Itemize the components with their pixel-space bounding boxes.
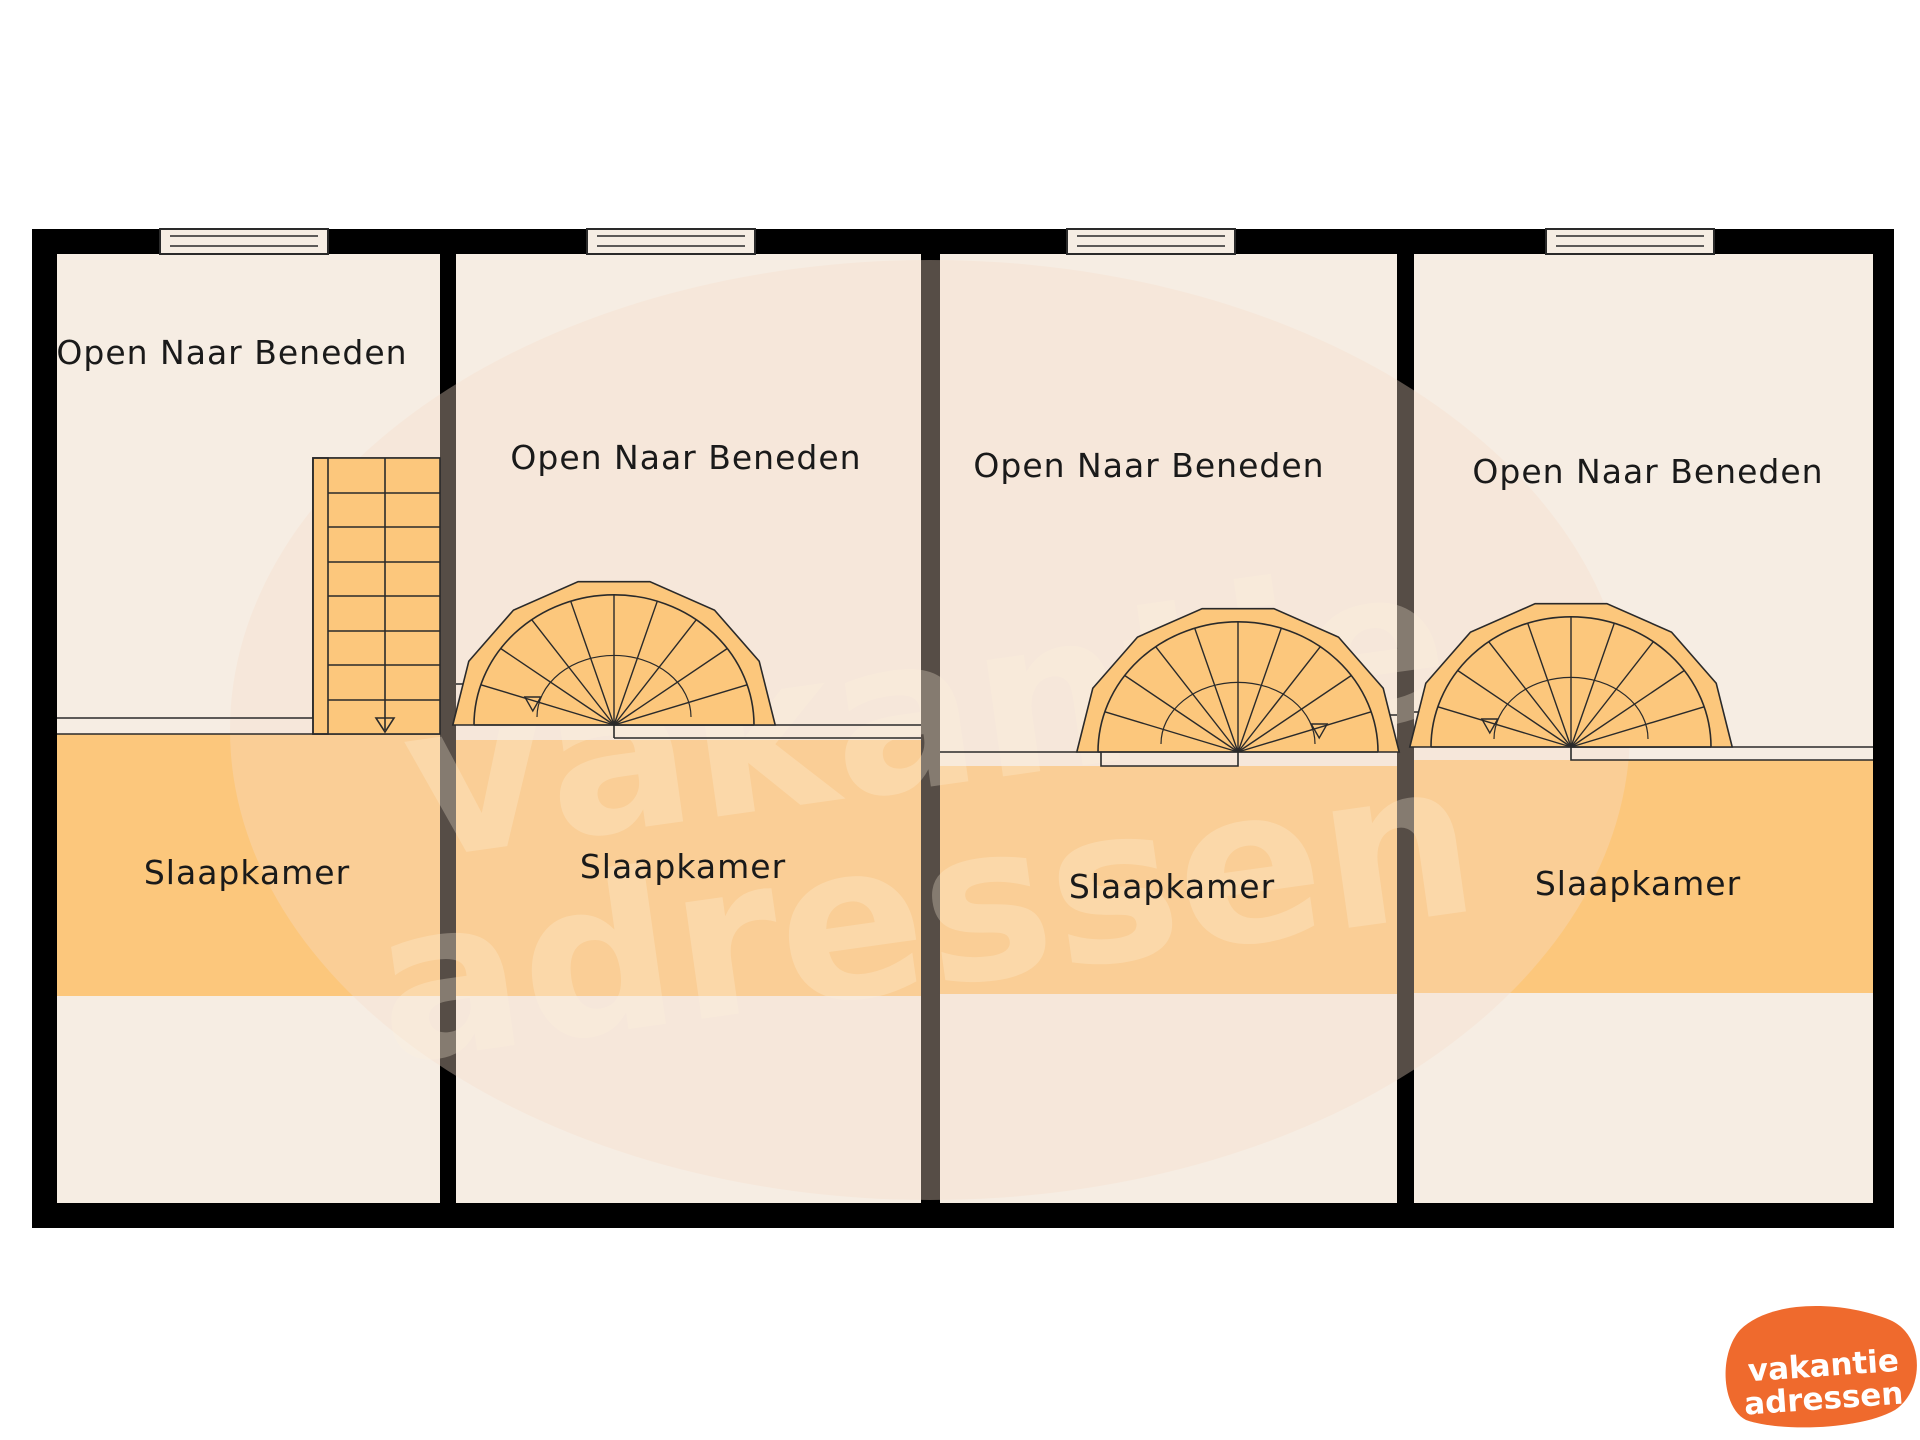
room-1-bedroom-floor [57, 734, 440, 996]
room-4-bedroom-floor [1414, 760, 1873, 993]
window-2 [586, 228, 756, 255]
spiral-stair-tread [1104, 711, 1239, 753]
spiral-stair-tread [480, 684, 615, 726]
logo-blob [1725, 1306, 1917, 1428]
spiral-stairs [451, 580, 1734, 753]
straight-stair [312, 457, 441, 735]
spiral-stair-tread [531, 619, 615, 726]
spiral-stair-tread [613, 619, 697, 726]
spiral-stair-tread [1237, 711, 1372, 753]
spiral-stair-tread [1237, 627, 1282, 753]
window-1 [159, 228, 329, 255]
room-1-bedroom-label: Slaapkamer [144, 853, 350, 892]
watermark-blob [230, 260, 1630, 1200]
stair-treads [312, 457, 441, 735]
window-3 [1066, 228, 1236, 255]
spiral-stair-arrow [1309, 723, 1329, 740]
window-4 [1545, 228, 1715, 255]
spiral-stair-tread [1570, 669, 1685, 748]
stair-direction-arrow [374, 717, 396, 734]
spiral-stair-tread [1570, 622, 1615, 748]
spiral-stair-tread [613, 600, 658, 726]
vakantie-adressen-logo: vakantie adressen [1725, 1306, 1917, 1428]
spiral-stair-tread [1237, 646, 1321, 753]
room-3-bedroom-floor [940, 766, 1397, 994]
spiral-stair-tread [613, 684, 748, 726]
room-2-bedroom-floor [456, 740, 921, 996]
spiral-stair-tread [1155, 646, 1239, 753]
room-3-upper-label: Open Naar Beneden [973, 446, 1324, 485]
room-2-bedroom-label: Slaapkamer [580, 847, 786, 886]
spiral-stair-room-3 [1075, 607, 1401, 753]
room-2-upper-label: Open Naar Beneden [510, 438, 861, 477]
windows [159, 228, 1715, 255]
room-4-upper-label: Open Naar Beneden [1472, 452, 1823, 491]
spiral-stair-tread [1237, 674, 1352, 753]
spiral-stair-tread [500, 647, 615, 726]
spiral-stair-tread [1570, 706, 1705, 748]
spiral-stair-arrow [1480, 718, 1500, 735]
room-3-bedroom-label: Slaapkamer [1069, 867, 1275, 906]
spiral-stair-tread [613, 647, 728, 726]
spiral-stair-tread [1457, 669, 1572, 748]
spiral-stair-room-4 [1408, 602, 1734, 748]
spiral-stair-tread [1194, 627, 1239, 753]
room-2-upper-floor [456, 254, 921, 1203]
spiral-stair-room-2 [451, 580, 777, 726]
room-labels: Open Naar Beneden Slaapkamer Open Naar B… [56, 333, 1823, 906]
room-2 [456, 254, 921, 1203]
spiral-stair-tread [1488, 641, 1572, 748]
spiral-stair-tread [570, 600, 615, 726]
spiral-stair-arrow [523, 696, 543, 713]
watermark: vakantie adressen [230, 260, 1630, 1200]
spiral-stair-tread [1570, 641, 1654, 748]
room-4-bedroom-label: Slaapkamer [1535, 864, 1741, 903]
spiral-stair-tread [1124, 674, 1239, 753]
spiral-stair-tread [1527, 622, 1572, 748]
room-1-upper-label: Open Naar Beneden [56, 333, 407, 372]
spiral-stair-tread [1437, 706, 1572, 748]
